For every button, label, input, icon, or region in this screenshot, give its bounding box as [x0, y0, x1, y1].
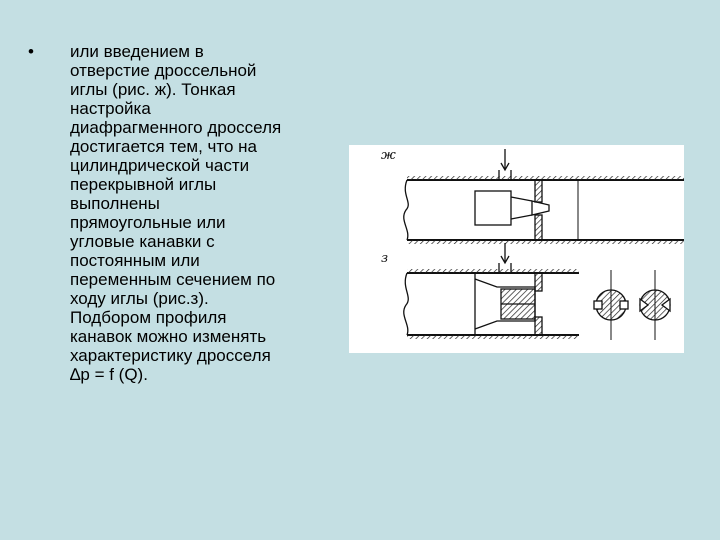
text-line: ∆p = f (Q). — [70, 365, 148, 384]
bullet-dot: • — [28, 42, 34, 61]
throttle-figure: ж з — [349, 145, 684, 353]
label-z: з — [381, 251, 388, 266]
text-line: характеристику дросселя — [70, 346, 271, 365]
bullet-text: или введением в отверстие дроссельной иг… — [70, 42, 328, 384]
diagram-zh: ж — [381, 148, 684, 244]
text-line: канавок можно изменять — [70, 327, 267, 346]
text-line: отверстие дроссельной — [70, 61, 257, 80]
text-line: угловые канавки с — [70, 232, 215, 251]
text-line: выполнены — [70, 194, 160, 213]
diagram-z: з — [381, 243, 671, 340]
text-line: или введением в — [70, 42, 204, 61]
text-line: достигается тем, что на — [70, 137, 258, 156]
cross-section-1 — [593, 289, 629, 321]
text-line: цилиндрической части — [70, 156, 250, 175]
text-line: иглы (рис. ж). Тонкая — [70, 80, 236, 99]
text-line: настройка — [70, 99, 151, 118]
bullet-item: • или введением в отверстие дроссельной … — [28, 42, 328, 384]
text-line: постоянным или — [70, 251, 200, 270]
text-line: переменным сечением по — [70, 270, 276, 289]
text-line: диафрагменного дросселя — [70, 118, 282, 137]
text-line: Подбором профиля — [70, 308, 227, 327]
label-zh: ж — [381, 148, 396, 163]
text-line: прямоугольные или — [70, 213, 226, 232]
text-line: ходу иглы (рис.з). — [70, 289, 209, 308]
cross-section-2 — [639, 289, 671, 321]
text-line: перекрывной иглы — [70, 175, 217, 194]
